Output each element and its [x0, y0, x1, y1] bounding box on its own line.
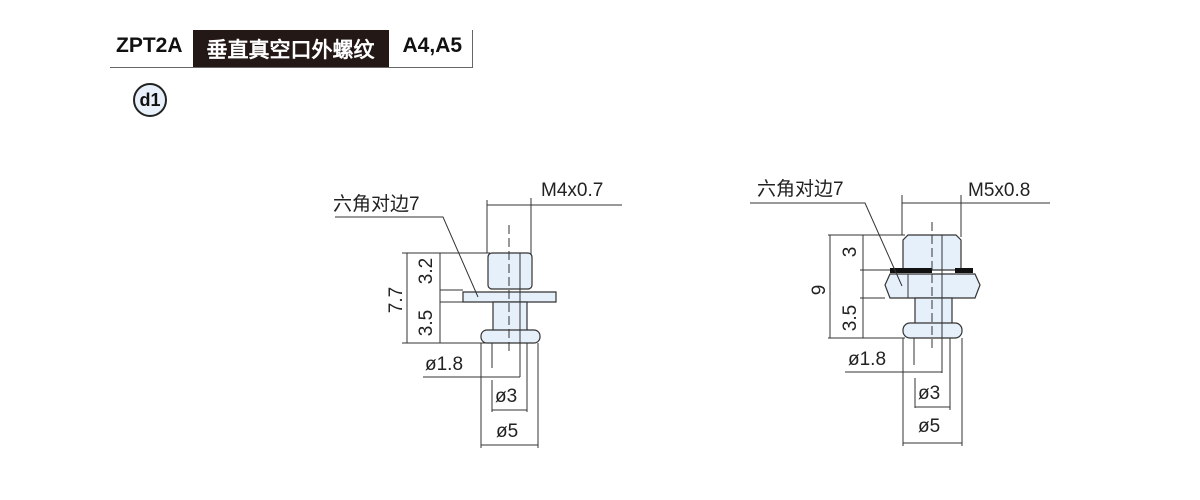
neck-dia: ø3 [495, 386, 517, 407]
thread-label: M5x0.8 [968, 180, 1030, 201]
upper-height: 3 [840, 247, 861, 258]
variant-badge: d1 [133, 83, 167, 117]
thread-label: M4x0.7 [541, 180, 603, 201]
flange-dia: ø5 [496, 421, 518, 442]
lower-height: 3.5 [416, 310, 437, 336]
drawing-m5: M5x0.8 六角对边7 9 3 3.5 ø1.8 ø3 ø5 [750, 178, 1050, 446]
section-title: 垂直真空口外螺纹 [192, 30, 389, 67]
bore-dia: ø1.8 [425, 354, 463, 375]
hex-label: 六角对边7 [757, 178, 844, 200]
hex-label: 六角对边7 [333, 193, 420, 215]
neck-dia: ø3 [918, 383, 940, 404]
model-code: ZPT2A [116, 34, 183, 57]
lower-height: 3.5 [840, 305, 861, 331]
bore-dia: ø1.8 [848, 349, 886, 370]
upper-height: 3.2 [416, 258, 437, 284]
drawing-m4: M4x0.7 六角对边7 7.7 3.2 3.5 ø1.8 ø3 ø5 [333, 180, 622, 448]
part-outline [462, 252, 557, 344]
model-list: A4,A5 [389, 30, 474, 67]
total-height: 9 [809, 285, 830, 296]
section-header: ZPT2A 垂直真空口外螺纹 A4,A5 [110, 30, 474, 68]
total-height: 7.7 [386, 287, 407, 313]
flange-dia: ø5 [918, 416, 940, 437]
